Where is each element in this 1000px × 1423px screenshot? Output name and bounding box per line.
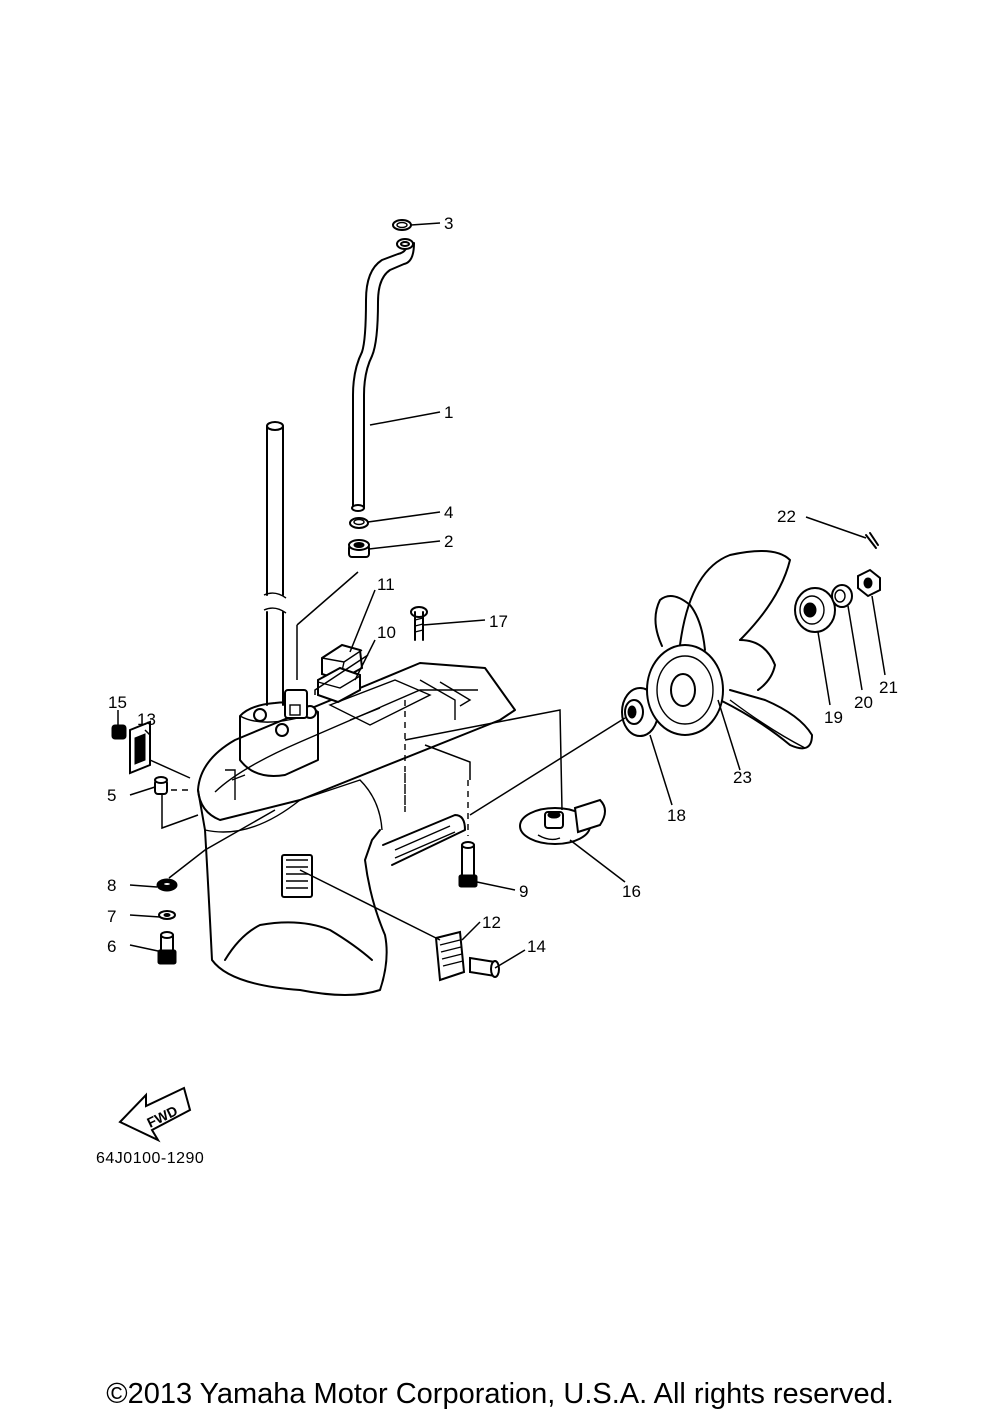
callout-11: 11 (377, 575, 395, 594)
washer-19 (794, 587, 836, 633)
drive-shaft (263, 421, 287, 706)
bolt-9 (458, 841, 478, 888)
anode-16 (519, 798, 606, 845)
plug-15 (111, 724, 127, 740)
cotter-pin-22 (865, 532, 879, 549)
callout-labels: 1 2 3 4 5 6 7 8 9 10 11 12 13 14 15 16 1… (107, 214, 898, 956)
grommet-3 (392, 219, 412, 231)
callout-1: 1 (444, 403, 453, 422)
callout-9: 9 (519, 882, 528, 901)
leader-lines (117, 222, 886, 969)
washer-7 (158, 910, 176, 920)
gasket-13 (129, 720, 151, 775)
grommet-4 (349, 517, 369, 529)
washer-8 (156, 878, 178, 892)
fwd-arrow-icon: FWD (118, 1086, 192, 1143)
diagram-code: 64J0100-1290 (96, 1150, 205, 1167)
guide-lines (160, 700, 469, 836)
water-tube (351, 238, 415, 512)
screw-14 (469, 956, 500, 978)
callout-6: 6 (107, 937, 116, 956)
callout-12: 12 (482, 913, 501, 932)
dowel-5 (154, 776, 168, 795)
callout-4: 4 (444, 503, 453, 522)
copyright-notice: ©2013 Yamaha Motor Corporation, U.S.A. A… (106, 1378, 894, 1410)
callout-19: 19 (824, 708, 843, 727)
callout-13: 13 (137, 710, 156, 729)
callout-18: 18 (667, 806, 686, 825)
lower-casing (197, 662, 516, 996)
callout-17: 17 (489, 612, 508, 631)
callout-15: 15 (108, 693, 127, 712)
callout-16: 16 (622, 882, 641, 901)
cover-12 (434, 930, 466, 982)
callout-7: 7 (107, 907, 116, 926)
seal-2 (348, 539, 370, 558)
callout-5: 5 (107, 786, 116, 805)
callout-8: 8 (107, 876, 116, 895)
washer-20 (831, 584, 853, 608)
propeller-23 (646, 550, 813, 750)
part-10-plate (317, 666, 361, 704)
callout-21: 21 (879, 678, 898, 697)
callout-10: 10 (377, 623, 396, 642)
callout-20: 20 (854, 693, 873, 712)
bolt-6 (157, 931, 177, 965)
callout-14: 14 (527, 937, 546, 956)
nut-21 (857, 568, 881, 598)
callout-23: 23 (733, 768, 752, 787)
callout-2: 2 (444, 532, 453, 551)
callout-22: 22 (777, 507, 796, 526)
callout-3: 3 (444, 214, 453, 233)
bolt-17 (410, 606, 428, 641)
